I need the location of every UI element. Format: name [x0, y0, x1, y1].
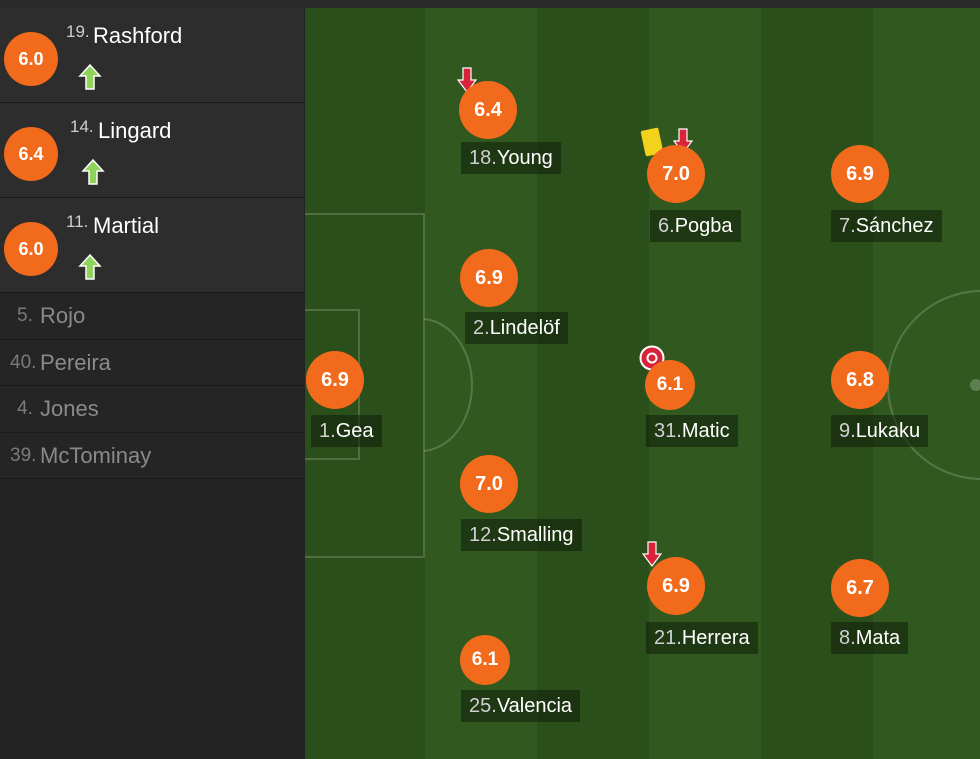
shirt-number: 6.: [658, 215, 675, 237]
rating-badge: 7.0: [460, 455, 518, 513]
player-name: Gea: [335, 420, 374, 442]
bench-row[interactable]: 5. Rojo: [0, 293, 304, 340]
shirt-number: 40.: [10, 351, 37, 373]
rating-badge: 6.1: [645, 360, 695, 410]
player-name: Lukaku: [855, 420, 921, 442]
shirt-number: 21.: [654, 627, 682, 649]
rating-badge: 6.4: [459, 81, 517, 139]
player-name: Sánchez: [855, 215, 934, 237]
player-label[interactable]: 25.Valencia: [461, 690, 581, 722]
shirt-number: 9.: [839, 420, 856, 442]
player-name[interactable]: Lingard: [98, 118, 172, 143]
substitute-row[interactable]: 6.4 14. Lingard: [0, 103, 304, 198]
pitch: 6.9 1.Gea 6.4 18.Young 6.9 2.Lindelöf 7.…: [305, 8, 980, 759]
rating-badge: 6.0: [4, 222, 58, 276]
shirt-number: 14.: [70, 117, 94, 136]
sub-in-arrow-icon: [81, 158, 105, 185]
bench-row[interactable]: 4. Jones: [0, 386, 304, 433]
player-name: Herrera: [681, 627, 750, 649]
sub-out-arrow-icon: [642, 541, 662, 567]
rating-badge: 7.0: [647, 145, 705, 203]
shirt-number: 19.: [66, 22, 90, 41]
player-label[interactable]: 18.Young: [461, 142, 561, 174]
sub-in-arrow-icon: [78, 253, 102, 280]
shirt-number: 1.: [319, 420, 336, 442]
shirt-number: 5.: [17, 305, 33, 326]
shirt-number: 39.: [10, 444, 37, 466]
player-name: Pogba: [674, 215, 733, 237]
shirt-number: 18.: [469, 147, 497, 169]
player-label[interactable]: 31.Matic: [646, 415, 738, 447]
rating-badge: 6.9: [306, 351, 364, 409]
shirt-number: 4.: [17, 398, 33, 419]
player-name: Young: [496, 147, 553, 169]
player-label[interactable]: 7.Sánchez: [831, 210, 942, 242]
shirt-number: 8.: [839, 627, 856, 649]
rating-badge: 6.4: [4, 127, 58, 181]
rating-badge: 6.8: [831, 351, 889, 409]
substitute-row[interactable]: 6.0 11. Martial: [0, 198, 304, 293]
bench-row[interactable]: 39. McTominay: [0, 432, 304, 479]
rating-badge: 6.7: [831, 559, 889, 617]
player-label[interactable]: 8.Mata: [831, 622, 909, 654]
player-name[interactable]: Pereira: [40, 349, 111, 375]
player-name[interactable]: Rashford: [93, 23, 183, 48]
player-name[interactable]: Jones: [40, 396, 99, 421]
player-name[interactable]: Rojo: [40, 303, 86, 328]
rating-badge: 6.0: [4, 32, 58, 86]
substitutes-panel: 6.0 19. Rashford 6.4 14. Lingard 6.0 11.…: [0, 8, 304, 759]
player-name: Valencia: [496, 695, 573, 717]
top-bar: [0, 0, 980, 8]
center-spot: [970, 379, 980, 391]
player-label[interactable]: 21.Herrera: [646, 622, 758, 654]
shirt-number: 31.: [654, 420, 682, 442]
player-label[interactable]: 1.Gea: [311, 415, 382, 447]
rating-badge: 6.1: [460, 635, 510, 685]
player-label[interactable]: 12.Smalling: [461, 519, 582, 551]
shirt-number: 12.: [469, 524, 497, 546]
rating-badge: 6.9: [647, 557, 705, 615]
shirt-number: 7.: [839, 215, 856, 237]
bench-row[interactable]: 40. Pereira: [0, 339, 304, 386]
player-name[interactable]: Martial: [93, 213, 160, 238]
player-label[interactable]: 9.Lukaku: [831, 415, 929, 447]
sub-in-arrow-icon: [78, 63, 102, 90]
player-label[interactable]: 6.Pogba: [650, 210, 741, 242]
shirt-number: 2.: [473, 317, 490, 339]
player-name: Mata: [855, 627, 901, 649]
player-name: Matic: [681, 420, 730, 442]
shirt-number: 25.: [469, 695, 497, 717]
player-name: Lindelöf: [489, 317, 560, 339]
rating-badge: 6.9: [460, 249, 518, 307]
shirt-number: 11.: [66, 212, 89, 231]
player-label[interactable]: 2.Lindelöf: [465, 312, 568, 344]
substitute-row[interactable]: 6.0 19. Rashford: [0, 8, 304, 103]
rating-badge: 6.9: [831, 145, 889, 203]
pitch-stripe: [537, 8, 649, 759]
player-name: Smalling: [496, 524, 574, 546]
player-name[interactable]: McTominay: [40, 442, 152, 468]
